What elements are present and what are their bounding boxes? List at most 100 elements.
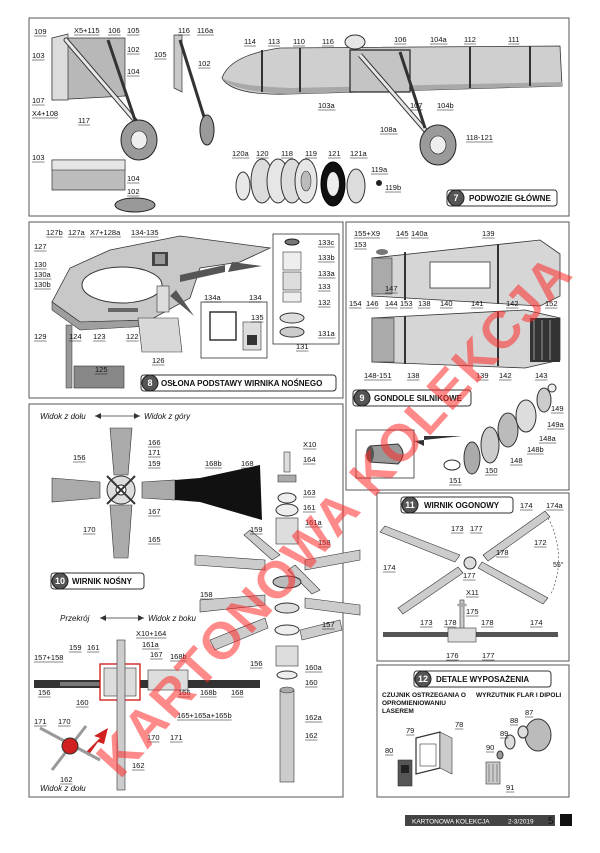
- flare-launcher-drawing: [485, 718, 552, 785]
- tail-rotor-side-drawing: [383, 599, 558, 643]
- part-label: 133c: [318, 238, 335, 247]
- part-label: 159: [250, 525, 263, 534]
- part-label: 127: [34, 242, 47, 251]
- part-label: 175: [466, 607, 479, 616]
- part-label: 161a: [142, 640, 160, 649]
- part-label: 110: [293, 37, 305, 46]
- part-label: 102: [198, 59, 211, 68]
- section-11-title: WIRNIK OGONOWY: [424, 501, 500, 510]
- part-label: 132: [318, 298, 331, 307]
- part-label: 131a: [318, 329, 336, 338]
- section-equipment-details: 12 DETALE WYPOSAŻENIA CZUJNIK OSTRZEGANI…: [376, 664, 570, 798]
- part-label: 156: [38, 688, 51, 697]
- part-label: 138: [418, 299, 431, 308]
- part-label: 167: [148, 507, 161, 516]
- part-label: 174a: [546, 501, 564, 510]
- section-7-header: 7 PODWOZIE GŁÓWNE: [446, 189, 558, 207]
- part-label: 170: [83, 525, 96, 534]
- part-label: 167: [150, 650, 163, 659]
- part-label: 116: [322, 37, 334, 46]
- part-label: 165: [148, 535, 161, 544]
- part-label: 88: [510, 716, 518, 725]
- part-label: 148a: [539, 434, 557, 443]
- hatch-parts-drawing: [200, 301, 268, 359]
- part-label: 89: [500, 729, 508, 738]
- part-label: 178: [496, 548, 509, 557]
- view-label-section: Przekrój: [60, 614, 90, 623]
- part-label: 116: [178, 26, 190, 35]
- rotor-exploded-drawing: [194, 451, 361, 783]
- section-10-header: 10 WIRNIK NOŚNY: [50, 572, 145, 590]
- section-8-title: OSŁONA PODSTAWY WIRNIKA NOŚNEGO: [161, 379, 322, 388]
- part-label: 170: [147, 733, 160, 742]
- section-12-frame: [376, 664, 570, 798]
- part-label: 109: [34, 27, 47, 36]
- part-label: 116a: [197, 26, 214, 35]
- part-label: 143: [535, 371, 548, 380]
- part-label: 150: [485, 466, 498, 475]
- part-label: 178: [444, 618, 457, 627]
- gear-bottom-drawing: [51, 159, 156, 213]
- part-label: X7+128a: [90, 228, 121, 237]
- part-label: 171: [170, 733, 183, 742]
- laser-warning-caption-box: CZUJNIK OSTRZEGANIA O OPROMIENIOWANIU LA…: [382, 692, 466, 715]
- arrow-icon: [414, 436, 462, 446]
- page-footer: KARTONOWA KOLEKCJA 2-3/2019 5: [405, 814, 572, 827]
- part-label: 135: [251, 313, 264, 322]
- part-label: 148-151: [364, 371, 392, 380]
- part-label: 103: [32, 153, 45, 162]
- part-label: 153: [400, 299, 413, 308]
- section-12-number: 12: [418, 674, 428, 684]
- part-label: 106: [394, 35, 407, 44]
- part-label: 174: [383, 563, 396, 572]
- part-label: 158: [318, 538, 331, 547]
- part-label: 160: [76, 698, 89, 707]
- arrow-icon: [86, 728, 108, 756]
- section-7-number: 7: [453, 193, 458, 203]
- part-label: 112: [464, 35, 476, 44]
- section-8-header: 8 OSŁONA PODSTAWY WIRNIKA NOŚNEGO: [140, 374, 337, 392]
- section-7-frame: [28, 17, 570, 217]
- intake-parts-drawing: [355, 383, 557, 479]
- part-label: 149: [551, 404, 564, 413]
- part-label: 152: [545, 299, 558, 308]
- part-label: 148b: [527, 445, 544, 454]
- nacelle-side-drawing: [371, 309, 561, 369]
- part-label: 178: [481, 618, 494, 627]
- part-label: 119: [305, 149, 317, 158]
- part-label: 121a: [350, 149, 368, 158]
- part-label: 168b: [200, 688, 217, 697]
- part-label: 163: [303, 488, 316, 497]
- part-label: 176: [446, 651, 459, 660]
- part-label: 104a: [430, 35, 448, 44]
- view-arrows-side: Przekrój Widok z boku: [60, 614, 197, 623]
- section-9-number: 9: [359, 393, 364, 403]
- section-8-frame: [28, 221, 344, 399]
- part-label: 154: [349, 299, 362, 308]
- part-label: 108a: [380, 125, 398, 134]
- part-label: X10: [303, 440, 316, 449]
- part-label: 168b: [170, 652, 187, 661]
- part-label: 114: [244, 37, 256, 46]
- part-label: 90: [486, 743, 494, 752]
- part-label: 120: [256, 149, 269, 158]
- part-label: 130: [34, 260, 47, 269]
- rotor-section-drawing: [34, 639, 260, 791]
- part-label: 119b: [385, 183, 401, 192]
- part-label: 160a: [305, 663, 323, 672]
- part-label: 107: [32, 96, 45, 105]
- part-label: 121: [328, 149, 341, 158]
- cover-drawing: [51, 235, 272, 389]
- section-tail-rotor: 55° 11 WIRNIK OGONOWY 174 174a 173 177 1…: [376, 492, 570, 662]
- part-label: 106: [108, 26, 121, 35]
- part-label: 173: [420, 618, 433, 627]
- laser-sensor-drawing: [397, 731, 453, 787]
- part-label: 134: [249, 293, 262, 302]
- part-label: 113: [268, 37, 280, 46]
- part-label: 102: [127, 187, 140, 196]
- section-12-labels: 79 78 80 87 88 89 90 91: [385, 708, 534, 793]
- part-label: 177: [470, 524, 483, 533]
- part-label: 162: [60, 775, 73, 784]
